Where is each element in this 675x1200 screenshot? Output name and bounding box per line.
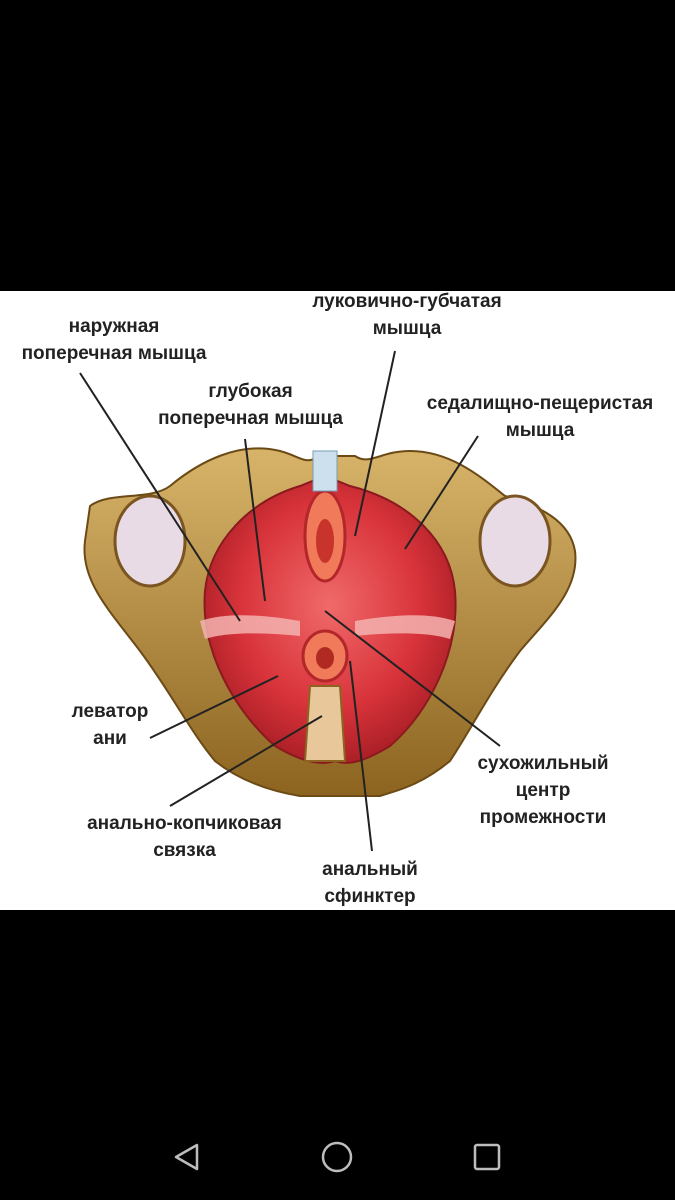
back-button[interactable] xyxy=(165,1135,209,1179)
transverse-left xyxy=(200,615,300,639)
label-external-transverse: наружная поперечная мышца xyxy=(21,316,207,364)
label-anal-sphincter: анальный сфинктер xyxy=(322,859,418,907)
vestibule-inner xyxy=(316,519,334,563)
square-recents-icon xyxy=(473,1143,501,1171)
navigation-bar xyxy=(0,1110,675,1200)
muscle-floor xyxy=(203,474,457,764)
triangle-back-icon xyxy=(174,1143,199,1171)
home-button[interactable] xyxy=(315,1135,359,1179)
label-anococcygeal-ligament: анально-копчиковая связка xyxy=(87,813,282,861)
transverse-right xyxy=(355,615,455,639)
label-ischiocavernosus: седалищно-пещеристая мышца xyxy=(426,393,654,441)
anatomy-image[interactable]: наружная поперечная мышца луковично-губч… xyxy=(0,291,675,910)
pubic-symphysis xyxy=(312,450,338,492)
label-perineal-body: сухожильный центр промежности xyxy=(477,753,609,828)
anus-inner xyxy=(316,647,334,669)
left-obturator xyxy=(113,494,187,588)
leader-lines xyxy=(79,350,501,852)
label-levator-ani: леватор ани xyxy=(71,701,149,749)
recents-button[interactable] xyxy=(465,1135,509,1179)
right-obturator xyxy=(478,494,552,588)
circle-home-icon xyxy=(321,1141,353,1173)
label-deep-transverse: глубокая поперечная мышца xyxy=(158,381,343,429)
pelvic-floor-illustration xyxy=(79,350,577,852)
label-bulbospongiosus: луковично-губчатая мышца xyxy=(312,291,502,339)
coccyx xyxy=(303,685,347,762)
